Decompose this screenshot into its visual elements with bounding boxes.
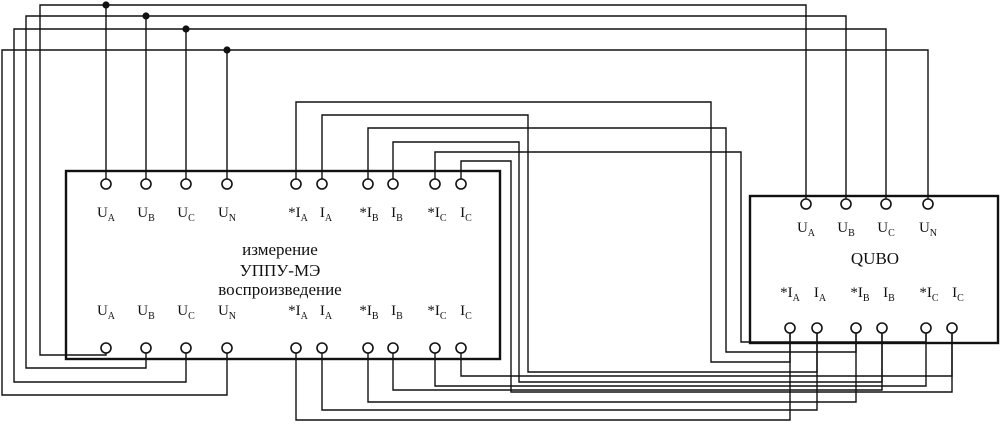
qubo-current-labels: *IA IA *IB IB *IC IC [780, 285, 964, 304]
terminal [455, 342, 467, 354]
terminal [221, 342, 233, 354]
uppu-top-terminals [100, 178, 467, 190]
terminal-label: *IB [359, 205, 379, 224]
uppu-bottom-terminals [100, 342, 467, 354]
terminal [140, 178, 152, 190]
uppu-bottom-labels: UA UB UC UN *IA IA *IB IB *IC IC [97, 303, 472, 322]
terminal [387, 342, 399, 354]
terminal [920, 322, 932, 334]
terminal-label: *IA [780, 285, 801, 304]
terminal [922, 198, 934, 210]
terminal-label: IC [952, 285, 964, 304]
terminal-label: UN [919, 220, 937, 239]
uppu-caption-measurement: измерение [242, 240, 318, 259]
terminal [387, 178, 399, 190]
terminal [811, 322, 823, 334]
terminal-label: *IC [919, 285, 939, 304]
terminal [180, 342, 192, 354]
terminal-label: UN [218, 303, 236, 322]
terminal-label: UC [877, 220, 895, 239]
terminal-label: UA [797, 220, 816, 239]
terminal [290, 342, 302, 354]
terminal-label: *IB [850, 285, 870, 304]
terminal [290, 178, 302, 190]
terminal [100, 342, 112, 354]
junction-dot [102, 1, 110, 9]
terminal [100, 178, 112, 190]
terminal-label: IB [883, 285, 895, 304]
qubo-device-name: QUBO [851, 249, 899, 268]
terminal-label: IB [391, 205, 403, 224]
terminal [946, 322, 958, 334]
terminal [429, 342, 441, 354]
terminal-label: IA [320, 303, 333, 322]
terminal-label: IC [460, 205, 472, 224]
uppu-top-labels: UA UB UC UN *IA IA *IB IB *IC IC [97, 205, 472, 224]
terminal-label: UA [97, 303, 116, 322]
terminal-label: IB [391, 303, 403, 322]
voltage-wires [1, 4, 929, 396]
terminal [784, 322, 796, 334]
terminal [850, 322, 862, 334]
terminal-label: UA [97, 205, 116, 224]
terminal-label: *IC [427, 303, 447, 322]
device-uppu-box [64, 169, 502, 361]
terminal [180, 178, 192, 190]
terminal [362, 342, 374, 354]
junctions [102, 1, 231, 54]
terminal-label: UB [137, 303, 155, 322]
terminal [221, 178, 233, 190]
uppu-device-name: УППУ-МЭ [240, 261, 321, 280]
uppu-caption-reproduction: воспроизведение [218, 280, 341, 299]
device-qubo-box [748, 194, 1000, 345]
terminal-label: UB [837, 220, 855, 239]
qubo-terminals [784, 198, 958, 334]
qubo-voltage-labels: UA UB UC UN [797, 220, 937, 239]
terminal-label: *IB [359, 303, 379, 322]
terminal-label: IA [320, 205, 333, 224]
terminal [880, 198, 892, 210]
terminal [455, 178, 467, 190]
current-wires [295, 101, 953, 421]
terminal-label: *IA [288, 205, 309, 224]
terminal-label: IA [814, 285, 827, 304]
terminal [316, 178, 328, 190]
junction-dot [142, 12, 150, 20]
terminal-label: IC [460, 303, 472, 322]
terminal-label: UN [218, 205, 236, 224]
terminal-label: *IC [427, 205, 447, 224]
terminal [800, 198, 812, 210]
junction-dot [223, 46, 231, 54]
terminal-label: *IA [288, 303, 309, 322]
terminal [362, 178, 374, 190]
terminal-label: UB [137, 205, 155, 224]
terminal [316, 342, 328, 354]
terminal [429, 178, 441, 190]
terminal-label: UC [177, 205, 195, 224]
terminal [876, 322, 888, 334]
terminal [840, 198, 852, 210]
terminal [140, 342, 152, 354]
junction-dot [182, 25, 190, 33]
terminal-label: UC [177, 303, 195, 322]
